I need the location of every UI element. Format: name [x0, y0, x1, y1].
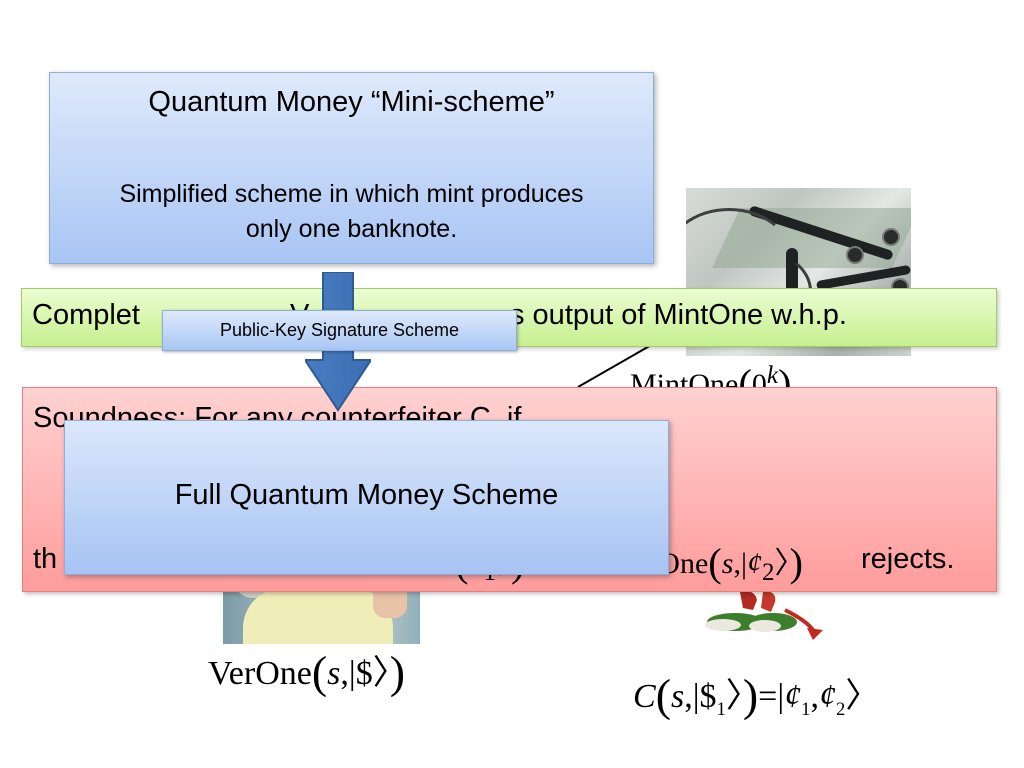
completeness-prefix: Complet — [32, 299, 140, 331]
verone-cent-sub: 2 — [762, 559, 775, 586]
soundness-line3-prefix: th — [33, 543, 58, 575]
soundness-rejects: rejects. — [861, 543, 955, 575]
counterfeit-s: s — [670, 678, 685, 715]
cent1-sub: 1 — [801, 698, 811, 720]
verone-s: s — [327, 655, 341, 692]
mini-scheme-description: Simplified scheme in which mint produces… — [50, 177, 653, 247]
signature-scheme-label: Public-Key Signature Scheme — [162, 310, 517, 351]
counterfeit-C: C — [633, 678, 656, 715]
full-scheme-title: Full Quantum Money Scheme — [174, 479, 559, 511]
mini-scheme-desc-line1: Simplified scheme in which mint produces — [119, 180, 584, 208]
counterfeiter-devil-image — [705, 590, 823, 640]
counterfeiter-formula: C(s,|$1〉)=|¢1,¢2〉 — [633, 669, 880, 721]
mini-scheme-desc-line2: only one banknote. — [245, 215, 458, 243]
mini-scheme-box: Quantum Money “Mini-scheme” Simplified s… — [49, 72, 654, 264]
completeness-suffix: s output of MintOne w.h.p. — [510, 299, 847, 331]
counterfeit-dollar: $ — [699, 678, 717, 715]
cent2-sub: 2 — [836, 698, 846, 720]
mintone-sup: k — [766, 361, 778, 389]
full-scheme-box: Full Quantum Money Scheme — [64, 420, 669, 575]
verone-formula: VerOne(s,|$〉) — [208, 646, 405, 698]
verone-label: VerOne — [208, 655, 312, 692]
verone-dollar: $ — [355, 655, 373, 692]
person-photo — [223, 578, 420, 644]
mini-scheme-title: Quantum Money “Mini-scheme” — [148, 86, 555, 118]
counterfeit-dollar-sub: 1 — [716, 698, 726, 720]
